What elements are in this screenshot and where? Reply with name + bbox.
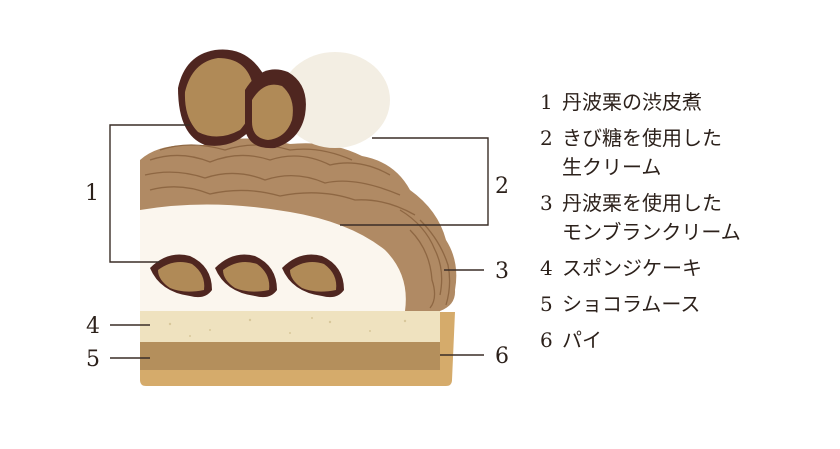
chestnut-slices [150, 254, 344, 298]
legend-text: きび糖を使用した 生クリーム [562, 126, 722, 179]
callout-4: 4 [86, 314, 100, 339]
sponge-layer [140, 311, 440, 342]
legend-number: 4 [540, 256, 553, 280]
legend-text: スポンジケーキ [562, 256, 702, 280]
legend-item: 1 丹波栗の渋皮煮 [540, 88, 835, 117]
sponge-texture [168, 317, 407, 337]
chestnut-top [178, 49, 306, 149]
legend-item: 3 丹波栗を使用した モンブランクリーム [540, 189, 835, 247]
legend-text: ショコラムース [562, 292, 701, 316]
callout-1: 1 [85, 181, 99, 206]
chocolate-mousse-layer [140, 342, 440, 370]
leader-1 [109, 124, 190, 263]
leader-2 [340, 137, 489, 226]
legend-item: 6 パイ [540, 326, 835, 355]
legend-item: 2 きび糖を使用した 生クリーム [540, 124, 835, 182]
legend-number: 3 [540, 191, 553, 215]
cream-dome [280, 52, 390, 148]
legend-number: 2 [540, 126, 553, 150]
legend-number: 6 [540, 328, 553, 352]
legend-text: パイ [562, 328, 602, 352]
legend-item: 5 ショコラムース [540, 290, 835, 319]
callout-2: 2 [495, 174, 509, 199]
legend-item: 4 スポンジケーキ [540, 254, 835, 283]
legend-text: 丹波栗の渋皮煮 [562, 90, 702, 114]
legend-number: 1 [540, 90, 553, 114]
legend-number: 5 [540, 292, 553, 316]
legend-list: 1 丹波栗の渋皮煮 2 きび糖を使用した 生クリーム 3 丹波栗を使用した モン… [540, 88, 835, 362]
callout-3: 3 [495, 259, 509, 284]
montblanc-strands [144, 144, 451, 309]
callout-6: 6 [495, 344, 509, 369]
callout-5: 5 [86, 347, 100, 372]
legend-text: 丹波栗を使用した モンブランクリーム [562, 191, 741, 244]
